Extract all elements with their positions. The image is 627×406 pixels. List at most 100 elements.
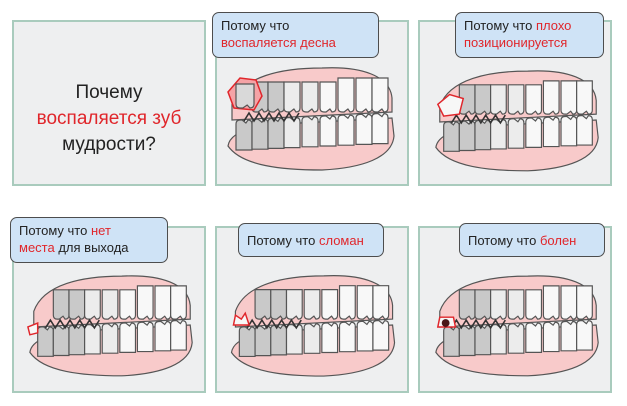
upper-tooth	[321, 289, 339, 320]
callout-prefix: Потому что	[19, 223, 88, 238]
bite-line	[450, 318, 506, 330]
upper-tooth	[525, 84, 543, 115]
lower-tooth	[371, 112, 389, 145]
question-panel: Почему воспаляется зуб мудрости?	[12, 20, 206, 186]
upper-tooth	[525, 289, 543, 320]
upper-tooth	[356, 285, 374, 320]
lower-tooth	[560, 115, 578, 147]
lower-tooth	[119, 322, 137, 353]
lower-tooth	[338, 321, 356, 353]
upper-tooth	[283, 81, 301, 113]
upper-tooth	[490, 289, 507, 320]
upper-tooth	[560, 80, 578, 115]
callout-prefix: Потому что	[464, 18, 533, 33]
upper-tooth	[542, 285, 560, 320]
lower-tooth	[267, 117, 285, 149]
lower-tooth	[251, 118, 269, 150]
bite-line	[450, 113, 506, 125]
lower-tooth	[576, 320, 593, 351]
callout-diseased: Потому что болен	[459, 223, 605, 257]
lower-tooth	[321, 322, 339, 354]
upper-tooth	[474, 289, 492, 320]
callout-broken: Потому что сломан	[238, 223, 384, 257]
lower-tooth	[525, 117, 543, 148]
jaw-illustration-inflamed-gum	[227, 67, 395, 171]
upper-tooth	[52, 289, 70, 320]
callout-highlight-2: позиционируется	[464, 35, 568, 50]
upper-tooth	[560, 285, 578, 320]
callout-no-space: Потому что нет места для выхода	[10, 217, 168, 263]
upper-tooth	[319, 81, 337, 113]
upper-tooth	[355, 77, 373, 113]
callout-prefix: Потому что	[221, 18, 290, 33]
upper-tooth	[474, 84, 492, 115]
lower-tooth	[101, 323, 119, 354]
upper-tooth	[301, 81, 319, 113]
lower-tooth	[270, 324, 288, 356]
lower-tooth	[443, 326, 460, 357]
lower-tooth	[356, 320, 374, 352]
upper-tooth	[154, 285, 172, 320]
upper-tooth	[254, 289, 272, 320]
lower-tooth	[337, 114, 355, 146]
callout-inflamed-gum: Потому что воспаляется десна	[212, 12, 379, 58]
upper-tooth	[68, 289, 86, 320]
wisdom-tooth	[235, 83, 255, 109]
bite-line	[44, 318, 100, 330]
lower-tooth	[542, 321, 560, 353]
lower-tooth	[283, 116, 301, 149]
callout-highlight: болен	[539, 233, 577, 248]
upper-tooth	[101, 289, 119, 320]
lower-tooth	[68, 324, 86, 356]
lower-tooth	[154, 320, 172, 352]
lower-tooth	[303, 323, 321, 354]
upper-tooth	[576, 80, 593, 115]
lower-tooth	[474, 324, 492, 356]
cavity	[441, 319, 450, 327]
callout-highlight-1: плохо	[535, 18, 572, 33]
lower-tooth	[238, 326, 256, 358]
question-line-3: мудрости?	[62, 134, 156, 155]
upper-tooth	[338, 285, 356, 320]
callout-prefix: Потому что	[247, 233, 316, 248]
lower-tooth	[525, 322, 543, 353]
callout-bad-position: Потому что плохо позиционируется	[455, 12, 604, 58]
callout-prefix: Потому что	[468, 233, 537, 248]
jaw-illustration-bad-position	[435, 70, 599, 172]
lower-tooth	[235, 119, 253, 151]
bite-line	[246, 318, 302, 330]
upper-tooth	[507, 84, 525, 115]
lower-tooth	[507, 323, 525, 354]
upper-tooth	[270, 289, 288, 320]
question-line-2: воспаляется зуб	[36, 108, 182, 129]
upper-tooth	[507, 289, 525, 320]
upper-tooth	[371, 77, 389, 113]
question-line-1: Почему	[75, 82, 143, 103]
lower-tooth	[301, 116, 319, 148]
callout-highlight: воспаляется десна	[221, 35, 336, 50]
lower-tooth	[254, 325, 272, 357]
wisdom-tooth-tilted	[436, 93, 465, 117]
wisdom-tooth-broken	[232, 311, 251, 326]
lower-tooth	[576, 115, 593, 146]
lower-tooth	[319, 115, 337, 147]
upper-tooth	[170, 285, 187, 320]
lower-tooth	[490, 324, 507, 355]
lower-tooth	[443, 121, 460, 152]
lower-tooth	[372, 320, 390, 351]
lower-tooth	[542, 116, 560, 148]
lower-tooth	[355, 113, 373, 145]
upper-tooth	[490, 84, 507, 115]
lower-tooth	[458, 325, 476, 357]
lower-tooth	[474, 119, 492, 151]
callout-suffix: для выхода	[58, 240, 129, 255]
lower-tooth	[490, 119, 507, 150]
wisdom-tooth-stub	[27, 321, 39, 336]
upper-tooth	[119, 289, 137, 320]
jaw-illustration-no-space	[27, 275, 193, 377]
upper-tooth	[542, 80, 560, 115]
upper-tooth	[458, 289, 476, 320]
lower-tooth	[52, 325, 70, 357]
lower-tooth	[37, 326, 54, 357]
upper-tooth	[267, 81, 285, 113]
